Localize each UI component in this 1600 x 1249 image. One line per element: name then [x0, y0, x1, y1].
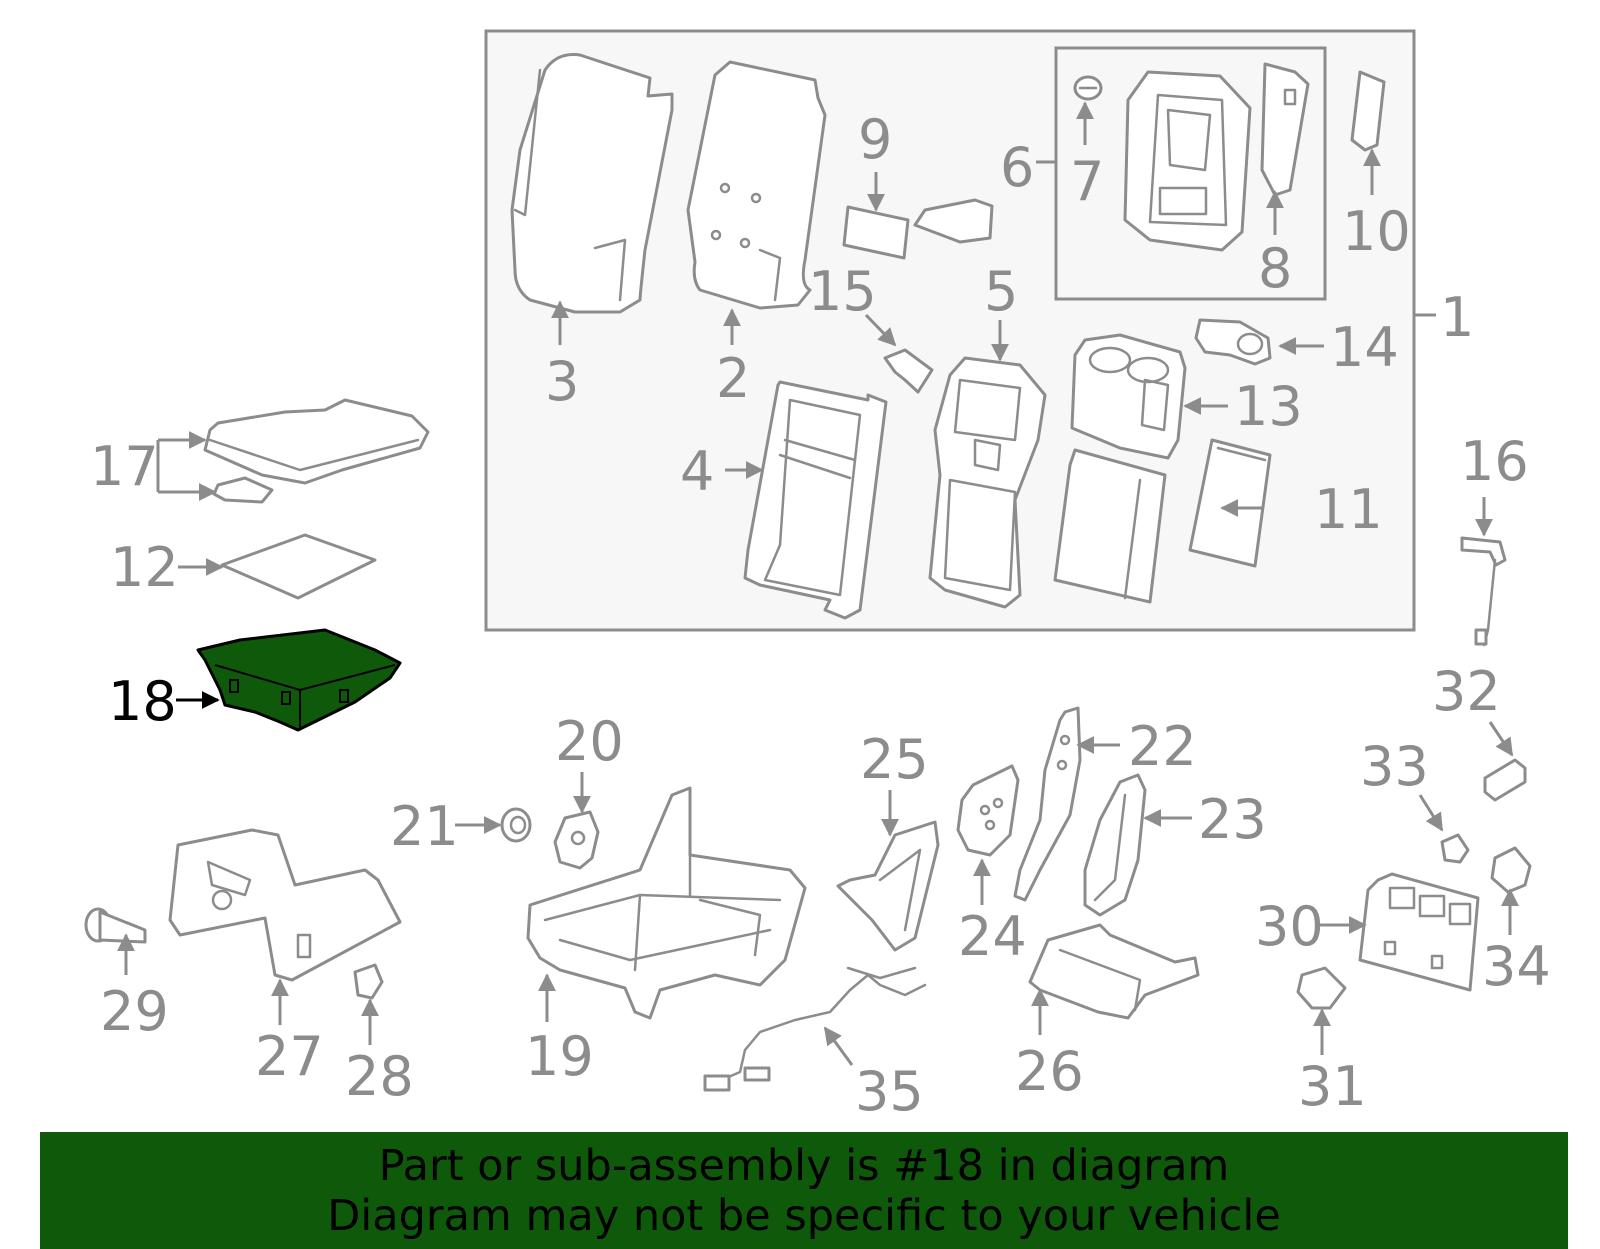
part-12-mat[interactable]: [220, 533, 377, 600]
part-5-console-housing[interactable]: [928, 356, 1047, 609]
part-21-grommet[interactable]: [500, 807, 532, 843]
part-27-side-panel[interactable]: [168, 828, 402, 982]
callout-21[interactable]: 21: [390, 795, 459, 858]
callout-10[interactable]: 10: [1342, 200, 1411, 263]
part-32-bolt[interactable]: [1483, 758, 1527, 802]
part-14-insert[interactable]: [1194, 318, 1272, 366]
part-28-clip[interactable]: [353, 963, 384, 1000]
part-13-cupholder[interactable]: [1070, 333, 1187, 460]
part-2-seat-back-pad[interactable]: [686, 60, 827, 310]
callout-28[interactable]: 28: [345, 1045, 414, 1108]
callout-20[interactable]: 20: [555, 710, 624, 773]
part-9-bracket[interactable]: [842, 198, 994, 260]
part-34-cap[interactable]: [1490, 846, 1532, 894]
callout-9[interactable]: 9: [858, 108, 892, 171]
callout-3[interactable]: 3: [545, 350, 579, 413]
callout-5[interactable]: 5: [984, 260, 1018, 323]
callout-18[interactable]: 18: [108, 670, 177, 733]
callout-27[interactable]: 27: [255, 1025, 324, 1088]
callout-34[interactable]: 34: [1482, 935, 1551, 998]
leader-lines: [117, 101, 1519, 1066]
part-info-banner: Part or sub-assembly is #18 in diagram D…: [40, 1132, 1568, 1249]
part-19-seat-frame[interactable]: [526, 786, 807, 1020]
callout-24[interactable]: 24: [958, 905, 1027, 968]
callout-17[interactable]: 17: [90, 435, 159, 498]
callout-15[interactable]: 15: [808, 260, 877, 323]
callout-32[interactable]: 32: [1432, 660, 1501, 723]
part-6-armrest-panel[interactable]: [1123, 70, 1252, 252]
callout-1[interactable]: 1: [1440, 286, 1474, 349]
banner-line-2: Diagram may not be specific to your vehi…: [327, 1190, 1281, 1241]
part-12-pad[interactable]: [1053, 448, 1167, 604]
part-4-frame[interactable]: [743, 380, 888, 620]
part-20-bracket[interactable]: [553, 810, 600, 870]
callout-2[interactable]: 2: [716, 347, 750, 410]
part-10-trim[interactable]: [1350, 70, 1386, 152]
callout-23[interactable]: 23: [1198, 788, 1267, 851]
callout-13[interactable]: 13: [1234, 375, 1303, 438]
callout-12[interactable]: 12: [110, 536, 179, 599]
callout-33[interactable]: 33: [1360, 735, 1429, 798]
part-30-switch-panel[interactable]: [1358, 872, 1480, 992]
callout-30[interactable]: 30: [1255, 895, 1324, 958]
callout-22[interactable]: 22: [1128, 715, 1197, 778]
callout-labels: 1 2 3 4 5 6 7 8 9 10 11 12 13 14 15 16 1…: [90, 108, 1551, 1123]
part-22-hinge-bracket[interactable]: [1013, 706, 1082, 902]
callout-4[interactable]: 4: [680, 440, 714, 503]
callout-16[interactable]: 16: [1460, 430, 1529, 493]
callout-35[interactable]: 35: [855, 1060, 924, 1123]
part-3-seat-back-cover[interactable]: [510, 53, 674, 314]
callout-26[interactable]: 26: [1015, 1040, 1084, 1103]
callout-31[interactable]: 31: [1298, 1055, 1367, 1118]
callout-14[interactable]: 14: [1330, 316, 1399, 379]
callout-19[interactable]: 19: [525, 1025, 594, 1088]
part-33-nut[interactable]: [1440, 833, 1470, 864]
callout-6[interactable]: 6: [1000, 136, 1034, 199]
part-35-wire-harness[interactable]: [703, 966, 927, 1092]
callout-11[interactable]: 11: [1314, 478, 1383, 541]
callout-29[interactable]: 29: [100, 980, 169, 1043]
part-24-cover[interactable]: [956, 764, 1020, 857]
part-16-release-rod[interactable]: [1460, 536, 1507, 647]
part-23-armrest-cover[interactable]: [1083, 773, 1147, 917]
part-25-trim-panel[interactable]: [836, 820, 940, 952]
part-8-trim[interactable]: [1260, 62, 1310, 197]
callout-8[interactable]: 8: [1258, 237, 1292, 300]
part-18-storage-bin[interactable]: [196, 628, 402, 732]
part-29-fastener[interactable]: [84, 907, 147, 944]
callout-7[interactable]: 7: [1070, 150, 1104, 213]
part-26-tray[interactable]: [1028, 923, 1200, 1020]
part-31-bracket[interactable]: [1296, 966, 1347, 1010]
banner-line-1: Part or sub-assembly is #18 in diagram: [378, 1140, 1230, 1191]
part-15-clip[interactable]: [883, 348, 934, 394]
part-7-clip[interactable]: [1073, 75, 1103, 101]
callout-25[interactable]: 25: [860, 728, 929, 791]
part-17-lid[interactable]: [203, 398, 430, 504]
